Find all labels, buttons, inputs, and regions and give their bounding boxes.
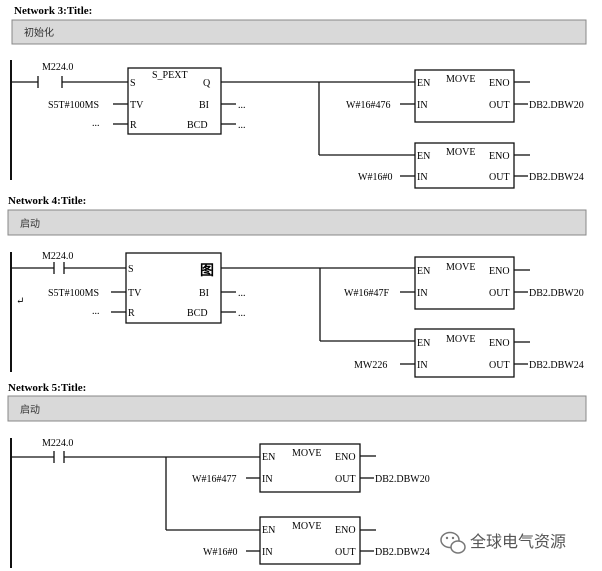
network-comment-bar [7,395,587,422]
pin-en: EN [262,525,275,536]
timer-name: S_PEXT [152,70,188,81]
timer-block[interactable] [125,252,222,324]
bcd-value: ... [238,308,246,319]
pin-in: IN [417,100,428,111]
pin-out: OUT [335,547,356,558]
pin-q: Q [203,78,211,89]
move-name: MOVE [446,334,475,345]
pin-en: EN [417,266,430,277]
watermark: 全球电气资源 [440,531,566,554]
pin-eno: ENO [489,266,510,277]
wechat-icon [440,531,466,554]
r-value: ... [92,118,100,129]
pin-bi: BI [199,288,209,299]
network-title: Network 5:Title: [8,382,86,394]
move-name: MOVE [446,147,475,158]
pin-en: EN [417,151,430,162]
pin-eno: ENO [489,78,510,89]
move-out-value: DB2.DBW24 [529,360,584,371]
pin-in: IN [417,172,428,183]
timer-name: 图 [200,263,214,279]
timer-block[interactable] [127,67,222,135]
return-mark: ↵ [16,296,24,307]
network-comment-bar [7,209,587,236]
pin-tv: TV [130,100,144,111]
contact-label: M224.0 [42,62,73,73]
network-3: Network 3:Title: 初始化 M224.0 S_PEXT S TV … [10,5,587,189]
move-in-value: MW226 [354,360,387,371]
pin-tv: TV [128,288,142,299]
pin-en: EN [417,338,430,349]
contact-m224-0[interactable] [53,262,65,274]
move-name: MOVE [446,74,475,85]
move-name: MOVE [446,262,475,273]
bi-value: ... [238,288,246,299]
tv-value: S5T#100MS [48,288,99,299]
move-out-value: DB2.DBW20 [529,288,584,299]
contact-label: M224.0 [42,251,73,262]
pin-eno: ENO [489,338,510,349]
move-in-value: W#16#476 [346,100,390,111]
move-name: MOVE [292,448,321,459]
pin-in: IN [262,474,273,485]
move-out-value: DB2.DBW24 [375,547,430,558]
bi-value: ... [238,100,246,111]
pin-in: IN [417,288,428,299]
move-in-value: W#16#0 [203,547,237,558]
bcd-value: ... [238,120,246,131]
move-block[interactable] [259,443,361,493]
move-name: MOVE [292,521,321,532]
watermark-text: 全球电气资源 [470,532,566,551]
network-5: Network 5:Title: 启动 M224.0 MOVE EN ENO I… [7,382,587,568]
pin-eno: ENO [335,452,356,463]
network-comment-bar [11,19,587,45]
move-out-value: DB2.DBW20 [529,100,584,111]
move-block[interactable] [259,516,361,565]
move-out-value: DB2.DBW24 [529,172,584,183]
pin-out: OUT [489,172,510,183]
network-comment: 初始化 [24,26,54,39]
move-block[interactable] [414,69,515,123]
contact-m224-0[interactable] [37,76,63,88]
pin-in: IN [417,360,428,371]
network-title: Network 4:Title: [8,195,86,207]
pin-out: OUT [335,474,356,485]
move-block[interactable] [414,256,515,310]
pin-in: IN [262,547,273,558]
pin-s: S [128,264,134,275]
move-in-value: W#16#47F [344,288,389,299]
move-in-value: W#16#477 [192,474,236,485]
network-comment: 启动 [20,217,40,230]
pin-out: OUT [489,360,510,371]
pin-out: OUT [489,288,510,299]
pin-eno: ENO [489,151,510,162]
pin-r: R [130,120,137,131]
move-block[interactable] [414,142,515,189]
network-comment: 启动 [20,403,40,416]
pin-s: S [130,78,136,89]
pin-bcd: BCD [187,120,208,131]
tv-value: S5T#100MS [48,100,99,111]
move-in-value: W#16#0 [358,172,392,183]
network-4: Network 4:Title: 启动 M224.0 ↵ 图 S TV R BI… [7,195,587,378]
pin-bi: BI [199,100,209,111]
network-title: Network 3:Title: [14,5,92,17]
pin-bcd: BCD [187,308,208,319]
contact-label: M224.0 [42,438,73,449]
pin-out: OUT [489,100,510,111]
pin-eno: ENO [335,525,356,536]
r-value: ... [92,306,100,317]
pin-en: EN [262,452,275,463]
pin-en: EN [417,78,430,89]
move-block[interactable] [414,328,515,378]
move-out-value: DB2.DBW20 [375,474,430,485]
pin-r: R [128,308,135,319]
contact-m224-0[interactable] [53,451,65,463]
